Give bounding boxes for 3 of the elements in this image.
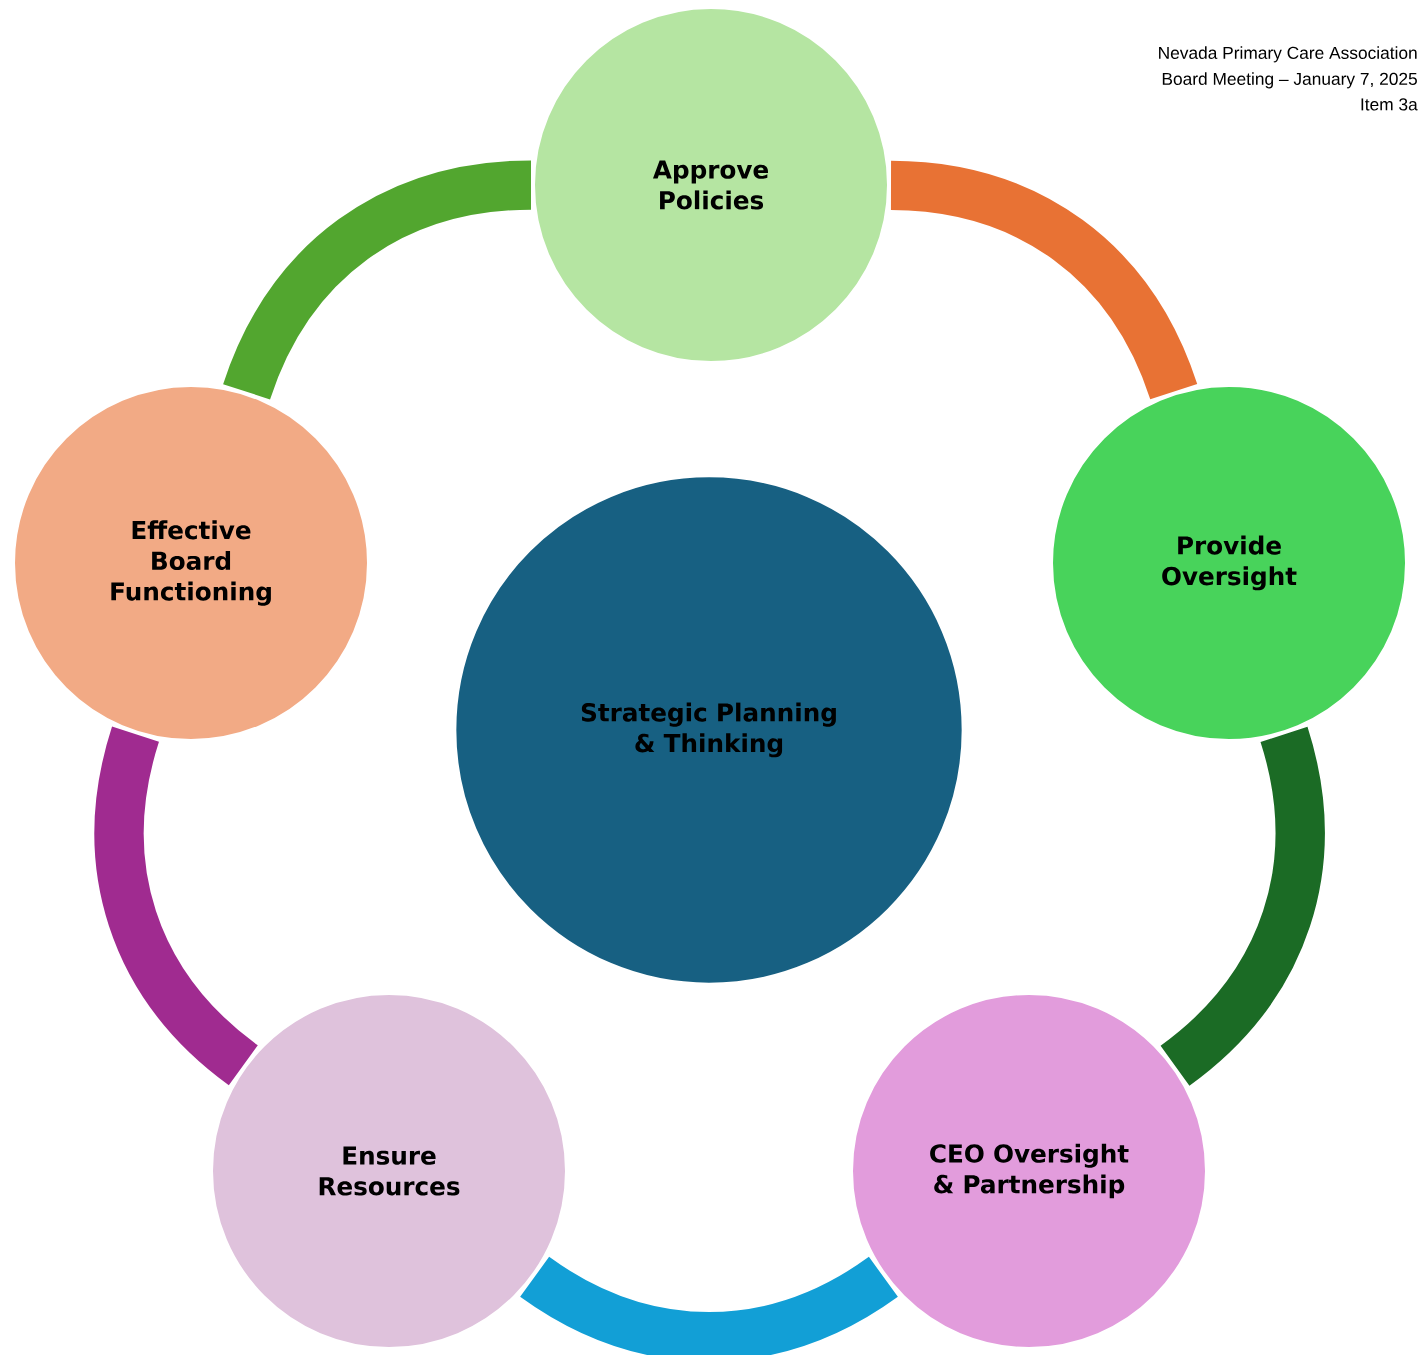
header-note: Item 3a — [1361, 98, 1418, 111]
header-note: Nevada Primary Care Association — [1159, 46, 1417, 63]
header-note: Board Meeting – January 7, 2025 — [1162, 72, 1417, 89]
